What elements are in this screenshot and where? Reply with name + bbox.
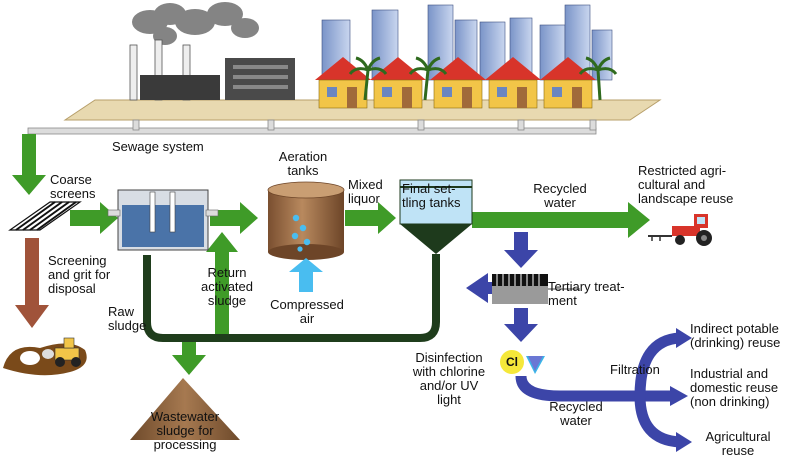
industrial-reuse-arrow (670, 386, 688, 406)
mixed-liquor-arrow (345, 202, 396, 234)
distribution-pipes (515, 332, 681, 448)
sludge-pipe (143, 254, 440, 342)
factory-icon (129, 39, 295, 101)
restricted-reuse-label: Restricted agri- cultural and landscape … (638, 163, 734, 206)
disinfection-icon (500, 350, 545, 374)
wastewater-sludge-label: Wastewater sludge for processing (150, 409, 220, 452)
tertiary-down-arrow (504, 232, 538, 268)
return-activated-sludge-label: Return activated sludge (200, 265, 254, 308)
disposal-truck-icon (3, 337, 87, 376)
tertiary-return-arrow (466, 273, 495, 303)
screening-down-arrow (15, 238, 49, 328)
recycled-water-bottom-label: Recycled water (549, 399, 603, 428)
final-settling-label: Final set- tling tanks (402, 181, 461, 210)
disinfection-label: Disinfection with chlorine and/or UV lig… (412, 350, 486, 407)
coarse-screens-icon (8, 201, 82, 231)
indirect-potable-arrow (676, 328, 692, 348)
sludge-mound-icon (130, 378, 240, 440)
settling-tank-icon (399, 179, 473, 254)
agricultural-reuse-arrow (676, 432, 692, 452)
filtration-label: Filtration (610, 362, 660, 377)
recycled-water-arrow (472, 202, 650, 238)
air-bubbles-icon (291, 214, 311, 252)
raw-sludge-label: Raw sludge (108, 304, 147, 333)
screens-to-tank-arrow (70, 202, 118, 234)
blue-flow-arrows (466, 232, 538, 342)
recycled-water-top-label: Recycled water (533, 181, 587, 210)
chlorine-symbol: Cl (506, 355, 518, 369)
sewage-system-label: Sewage system (112, 139, 204, 154)
screening-grit-label: Screening and grit for disposal (48, 253, 111, 296)
tank-to-aeration-arrow (210, 202, 258, 234)
sludge-down-arrow (172, 340, 206, 375)
agricultural-reuse-label: Agricultural reuse (705, 429, 771, 458)
tractor-icon (648, 214, 712, 246)
sewage-pipe (27, 119, 597, 135)
tertiary-filter-icon (492, 274, 580, 304)
city-scene (63, 2, 662, 121)
compressed-air-label: Compressed air (270, 297, 344, 326)
indirect-potable-label: Indirect potable (drinking) reuse (690, 321, 781, 350)
aeration-tanks-label: Aeration tanks (278, 149, 328, 178)
coarse-screens-label: Coarse screens (50, 172, 96, 201)
tertiary-treatment-label: Tertiary treat- ment (548, 279, 625, 308)
sewage-down-arrow (12, 134, 46, 195)
palm-trees-icon (348, 56, 618, 101)
industrial-domestic-label: Industrial and domestic reuse (non drink… (690, 366, 779, 409)
compressed-air-arrow (289, 258, 323, 292)
smoke-icon (132, 2, 259, 45)
return-sludge-arrow (206, 232, 238, 335)
distribution-arrowheads (670, 328, 692, 452)
aeration-tank-icon (267, 181, 345, 260)
houses-icon (315, 57, 596, 109)
disinfection-down-arrow (504, 308, 538, 342)
green-flow-arrows (12, 134, 650, 375)
primary-tank-icon (107, 189, 219, 251)
mixed-liquor-label: Mixed liquor (348, 177, 383, 206)
